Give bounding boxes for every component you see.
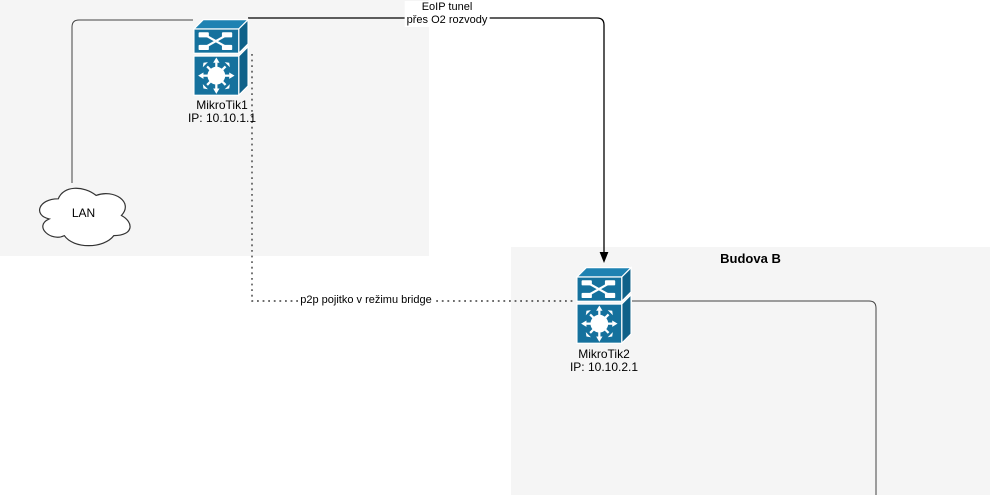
- mikrotik2-name: MikroTik2: [578, 347, 630, 361]
- lan-label: LAN: [71, 206, 96, 220]
- edge-mikrotik2-down: [632, 300, 877, 495]
- mikrotik2-ip: IP: 10.10.2.1: [569, 360, 639, 374]
- switch-cross-glyph: [204, 34, 228, 49]
- node-mikrotik2: [575, 265, 633, 345]
- mikrotik-switch-icon: [192, 18, 250, 97]
- mikrotik1-ip: IP: 10.10.1.1: [187, 111, 257, 125]
- mikrotik-switch-icon: [575, 266, 633, 345]
- p2p-bridge-label: p2p pojitko v režimu bridge: [298, 294, 434, 307]
- mikrotik1-label: MikroTik1 IP: 10.10.1.1: [188, 99, 256, 125]
- zone-building-b-label: Budova B: [720, 251, 781, 266]
- eoip-arrow-head-icon: [599, 252, 609, 263]
- switch-cross-glyph: [587, 282, 611, 297]
- router-arrows-glyph: [198, 57, 235, 94]
- eoip-tunnel-label: EoIP tunel přes O2 rozvody: [404, 1, 490, 27]
- mikrotik2-label: MikroTik2 IP: 10.10.2.1: [570, 348, 638, 374]
- node-lan-cloud: LAN: [33, 182, 134, 249]
- edge-lan-to-mikrotik1: [71, 19, 193, 183]
- edge-eoip-tunnel: [248, 17, 605, 252]
- edge-p2p-bridge: [251, 54, 574, 302]
- switch-ports-glyph: [198, 32, 233, 50]
- node-mikrotik1: [192, 17, 250, 97]
- mikrotik1-name: MikroTik1: [196, 98, 248, 112]
- router-arrows-glyph: [581, 305, 618, 342]
- cloud-icon: [39, 187, 131, 247]
